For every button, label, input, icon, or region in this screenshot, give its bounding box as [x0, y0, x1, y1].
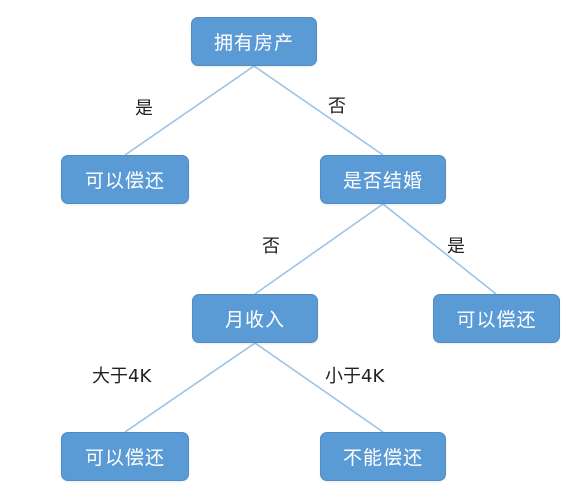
- node-can-repay-1: 可以偿还: [61, 155, 189, 204]
- edge-label-less-4k: 小于4K: [325, 366, 385, 387]
- edge-label-no: 否: [328, 96, 346, 117]
- edge-mid2-leaf4: [254, 342, 384, 433]
- node-cannot-repay: 不能偿还: [320, 432, 446, 481]
- node-monthly-income: 月收入: [192, 294, 318, 343]
- edge-mid1-leaf2: [382, 203, 497, 295]
- edge-mid2-leaf3: [124, 342, 256, 433]
- edge-mid1-mid2: [254, 203, 384, 295]
- edge-root-leaf1: [124, 65, 255, 156]
- node-is-married: 是否结婚: [320, 155, 446, 204]
- edge-label-no: 否: [262, 236, 280, 257]
- edge-label-yes: 是: [447, 236, 465, 257]
- node-owns-property: 拥有房产: [191, 17, 317, 66]
- node-can-repay-3: 可以偿还: [61, 432, 189, 481]
- edge-label-yes: 是: [135, 98, 153, 119]
- edge-label-greater-4k: 大于4K: [92, 366, 152, 387]
- node-can-repay-2: 可以偿还: [433, 294, 560, 343]
- edge-root-mid1: [253, 65, 384, 156]
